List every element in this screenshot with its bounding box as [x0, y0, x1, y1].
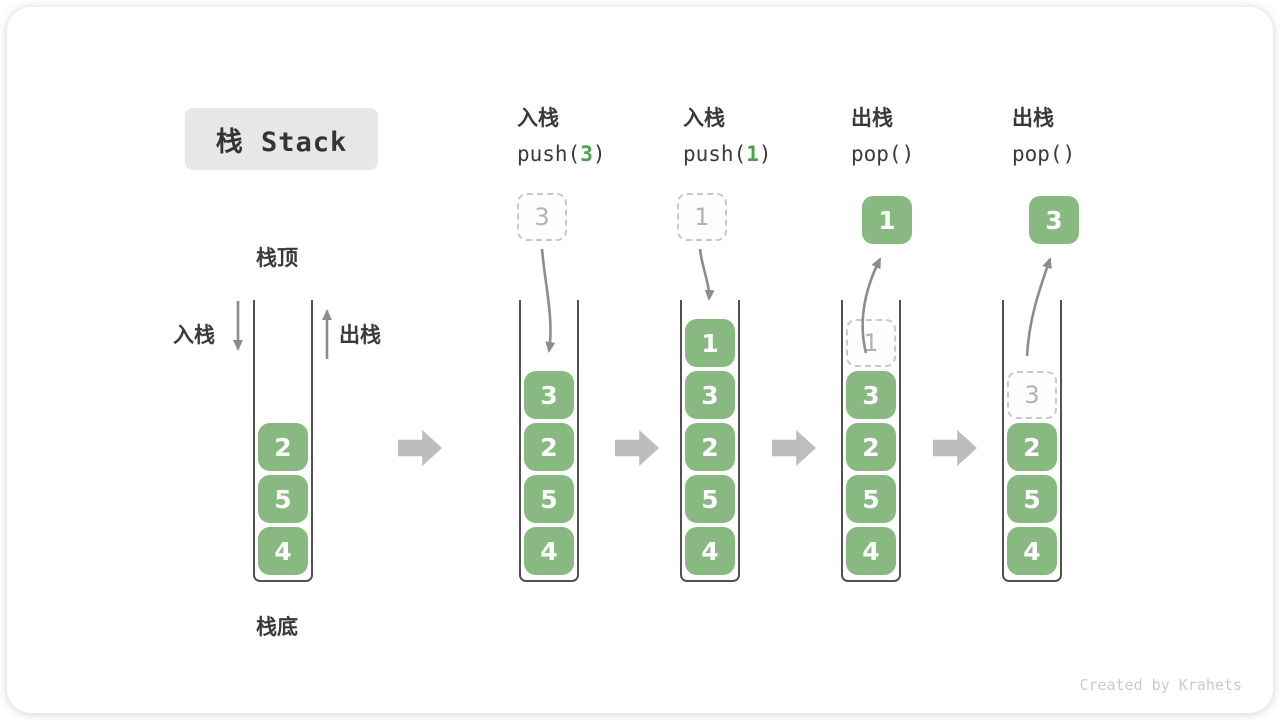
figure-title: 栈 Stack	[185, 108, 378, 170]
stack-block: 3	[685, 371, 735, 419]
stack-block: 2	[846, 423, 896, 471]
incoming-value-box: 3	[517, 193, 567, 241]
operation-code: pop()	[851, 141, 1011, 167]
operation-name: 入栈	[517, 107, 559, 130]
incoming-value-box: 1	[677, 193, 727, 241]
stack-block: 2	[1007, 423, 1057, 471]
stack-block: 4	[258, 527, 308, 575]
stack-container-3: 1 3 2 5 4	[680, 300, 740, 582]
removed-slot-ghost: 3	[1007, 371, 1057, 419]
stack-block: 3	[524, 371, 574, 419]
code-arg: 3	[580, 142, 593, 166]
popped-value-box: 3	[1029, 196, 1079, 244]
removed-slot-ghost: 1	[846, 319, 896, 367]
operation-code: pop()	[1012, 141, 1172, 167]
code-close: )	[592, 142, 606, 166]
stack-block: 5	[524, 475, 574, 523]
stack-container-1: 2 5 4	[253, 300, 313, 582]
code-arg: 1	[746, 142, 759, 166]
stack-container-4: 1 3 2 5 4	[841, 300, 901, 582]
code-close: )	[758, 142, 772, 166]
operation-name: 出栈	[851, 107, 893, 130]
code-fn: pop(	[851, 142, 902, 166]
stack-block: 4	[524, 527, 574, 575]
stack-block: 2	[685, 423, 735, 471]
stack-block: 5	[258, 475, 308, 523]
code-fn: push(	[683, 142, 747, 166]
operation-code: push(3)	[517, 141, 677, 167]
code-close: )	[901, 142, 915, 166]
stack-block: 2	[258, 423, 308, 471]
operation-name: 出栈	[1012, 107, 1054, 130]
operation-label-push-1: 入栈 push(1)	[683, 106, 843, 167]
stack-block: 4	[846, 527, 896, 575]
popped-value-box: 1	[862, 196, 912, 244]
stack-block: 3	[846, 371, 896, 419]
code-fn: push(	[517, 142, 581, 166]
operation-name: 入栈	[683, 107, 725, 130]
stack-container-2: 3 2 5 4	[519, 300, 579, 582]
pop-side-label: 出栈	[339, 324, 381, 347]
stack-block: 5	[846, 475, 896, 523]
stack-block: 4	[1007, 527, 1057, 575]
stack-bottom-label: 栈底	[256, 616, 298, 639]
stack-block: 5	[685, 475, 735, 523]
operation-label-push-3: 入栈 push(3)	[517, 106, 677, 167]
stack-top-label: 栈顶	[256, 247, 298, 270]
stack-container-5: 3 2 5 4	[1002, 300, 1062, 582]
operation-label-pop-1: 出栈 pop()	[851, 106, 1011, 167]
stack-block: 4	[685, 527, 735, 575]
stack-block: 2	[524, 423, 574, 471]
credit-text: Created by Krahets	[1079, 676, 1242, 694]
operation-code: push(1)	[683, 141, 843, 167]
operation-label-pop-3: 出栈 pop()	[1012, 106, 1172, 167]
code-fn: pop(	[1012, 142, 1063, 166]
stack-block: 5	[1007, 475, 1057, 523]
push-side-label: 入栈	[173, 324, 215, 347]
code-close: )	[1062, 142, 1076, 166]
stack-block: 1	[685, 319, 735, 367]
